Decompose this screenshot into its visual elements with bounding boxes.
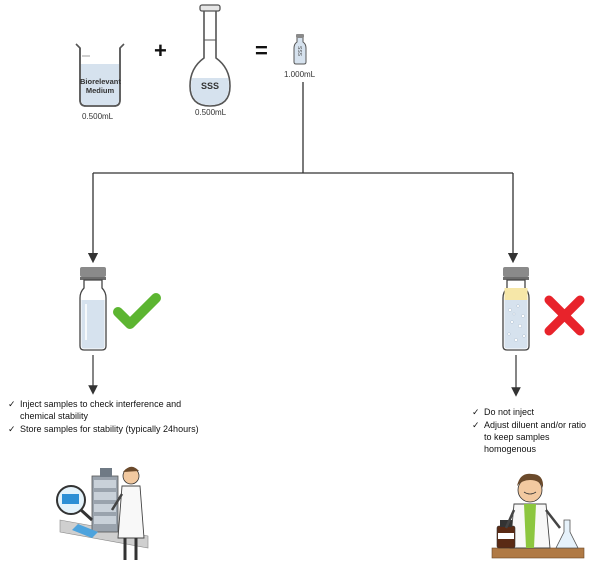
right-note-text: Do not inject: [484, 407, 535, 417]
left-note-item: ✓ Inject samples to check interference an…: [8, 398, 208, 422]
vial-label: SSS: [296, 45, 303, 57]
clear-vial-icon: [79, 267, 107, 351]
equals-sign: =: [255, 38, 268, 63]
vial-volume: 1.000mL: [284, 70, 316, 79]
left-notes-list: ✓ Inject samples to check interference an…: [8, 398, 208, 436]
left-note-text: Inject samples to check interference and…: [20, 399, 182, 421]
cross-mark-icon: [544, 295, 585, 336]
left-note-text: Store samples for stability (typically 2…: [20, 424, 199, 434]
right-note-item: ✓ Adjust diluent and/or ratio to keep sam…: [472, 419, 590, 455]
checkmark-bullet-icon: ✓: [472, 420, 480, 430]
checkmark-bullet-icon: ✓: [8, 399, 16, 409]
right-notes-list: ✓ Do not inject ✓ Adjust diluent and/or ra…: [472, 406, 590, 456]
scientist-hplc-illustration: [56, 466, 149, 560]
branch-connector: [87, 82, 519, 264]
checkmark-bullet-icon: ✓: [8, 424, 16, 434]
beaker-label-line1: Biorelevant: [80, 77, 121, 86]
left-note-item: ✓ Store samples for stability (typically …: [8, 423, 208, 435]
flask-volume: 0.500mL: [195, 108, 227, 117]
cloudy-vial-icon: [502, 267, 530, 351]
volumetric-flask-icon: [189, 4, 231, 107]
flask-label: SSS: [201, 81, 220, 91]
right-note-text: Adjust diluent and/or ratio to keep samp…: [484, 420, 587, 454]
check-mark-icon: [113, 293, 161, 329]
beaker-label-line2: Medium: [85, 86, 115, 95]
beaker-label: Biorelevant Medium: [80, 77, 121, 95]
checkmark-bullet-icon: ✓: [472, 407, 480, 417]
right-note-item: ✓ Do not inject: [472, 406, 590, 418]
plus-sign: +: [154, 38, 167, 63]
beaker-icon: [75, 43, 125, 107]
beaker-volume: 0.500mL: [82, 112, 114, 121]
scientist-lab-illustration: [491, 473, 585, 559]
small-vial-icon: [293, 34, 307, 65]
